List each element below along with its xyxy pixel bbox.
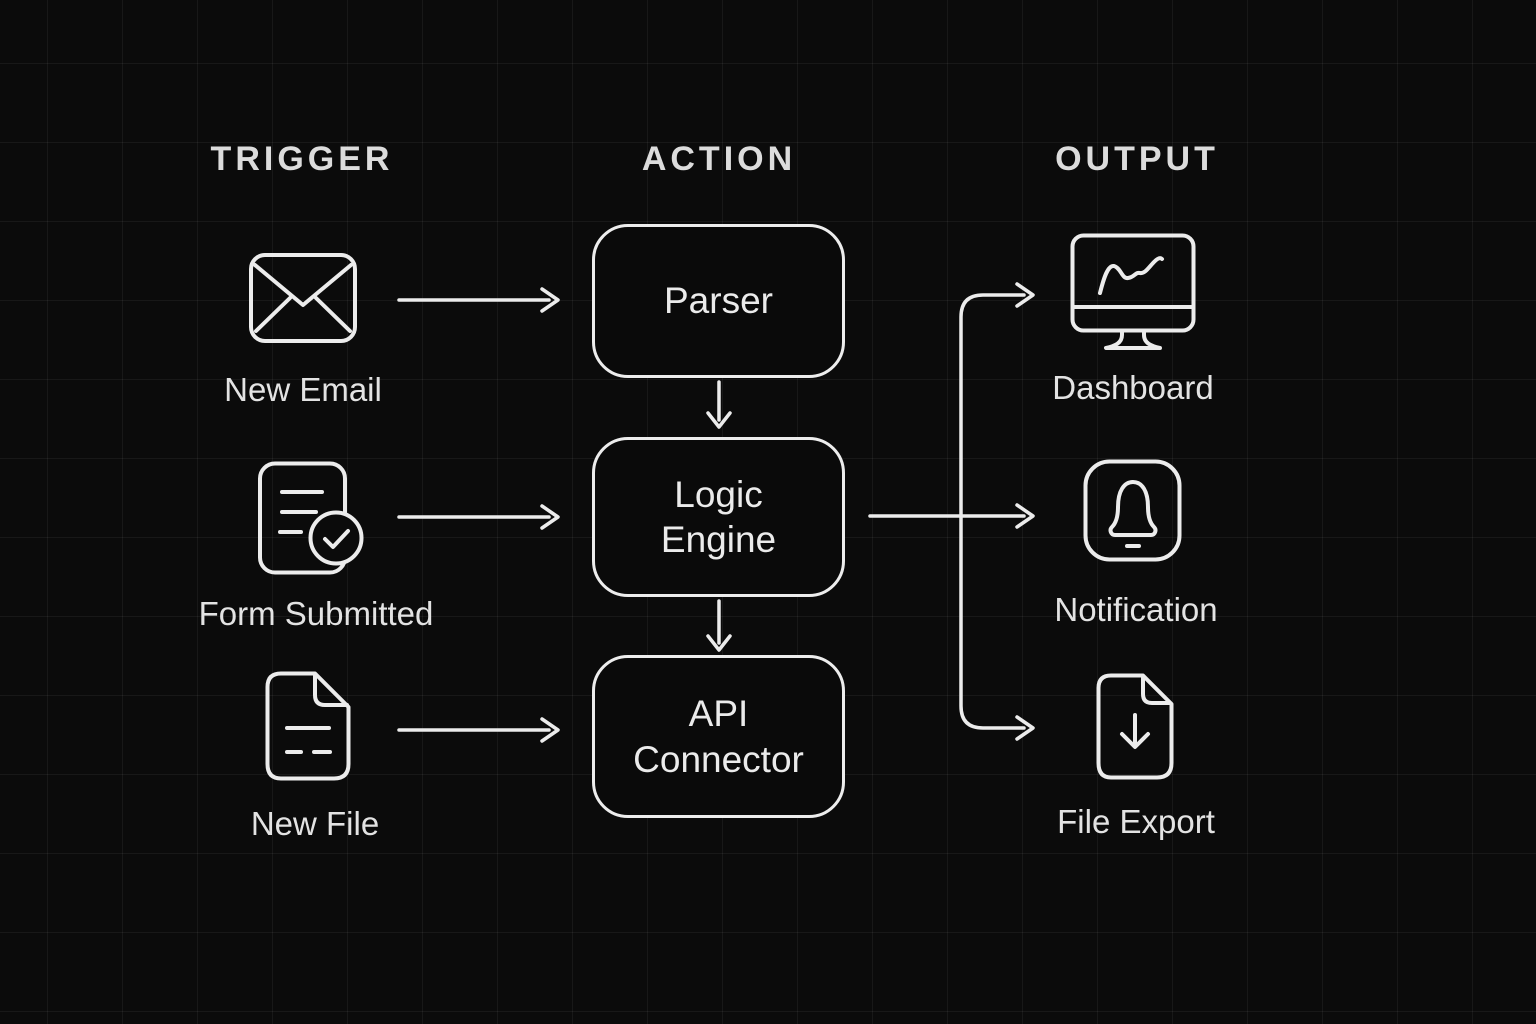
arrow-form-to-logic-engine <box>397 504 560 530</box>
email-icon <box>248 252 358 344</box>
arrow-logic-engine-to-notification <box>868 503 1035 529</box>
bell-icon <box>1083 459 1183 563</box>
trigger-label-form-submitted: Form Submitted <box>198 595 434 632</box>
action-node-api-connector: API Connector <box>592 655 845 818</box>
action-node-parser: Parser <box>592 224 845 378</box>
arrow-email-to-parser <box>397 287 560 313</box>
trigger-label-new-file: New File <box>250 805 380 842</box>
column-header-action: ACTION <box>641 140 797 178</box>
file-download-icon <box>1096 673 1174 780</box>
arrow-logic-engine-to-api-connector <box>706 599 732 652</box>
file-icon <box>265 671 351 781</box>
arrow-file-to-api-connector <box>397 717 560 743</box>
arrow-branch-to-file-export <box>959 514 1035 741</box>
action-node-logic-engine: Logic Engine <box>592 437 845 597</box>
form-check-icon <box>256 461 366 575</box>
trigger-label-new-email: New Email <box>224 371 382 408</box>
column-header-trigger: TRIGGER <box>210 140 394 178</box>
arrow-parser-to-logic-engine <box>706 380 732 429</box>
arrow-branch-to-dashboard <box>959 282 1035 518</box>
output-label-dashboard: Dashboard <box>1052 369 1214 406</box>
output-label-file-export: File Export <box>1057 803 1215 840</box>
column-header-output: OUTPUT <box>1055 140 1219 178</box>
monitor-chart-icon <box>1070 233 1196 355</box>
output-label-notification: Notification <box>1054 591 1218 628</box>
